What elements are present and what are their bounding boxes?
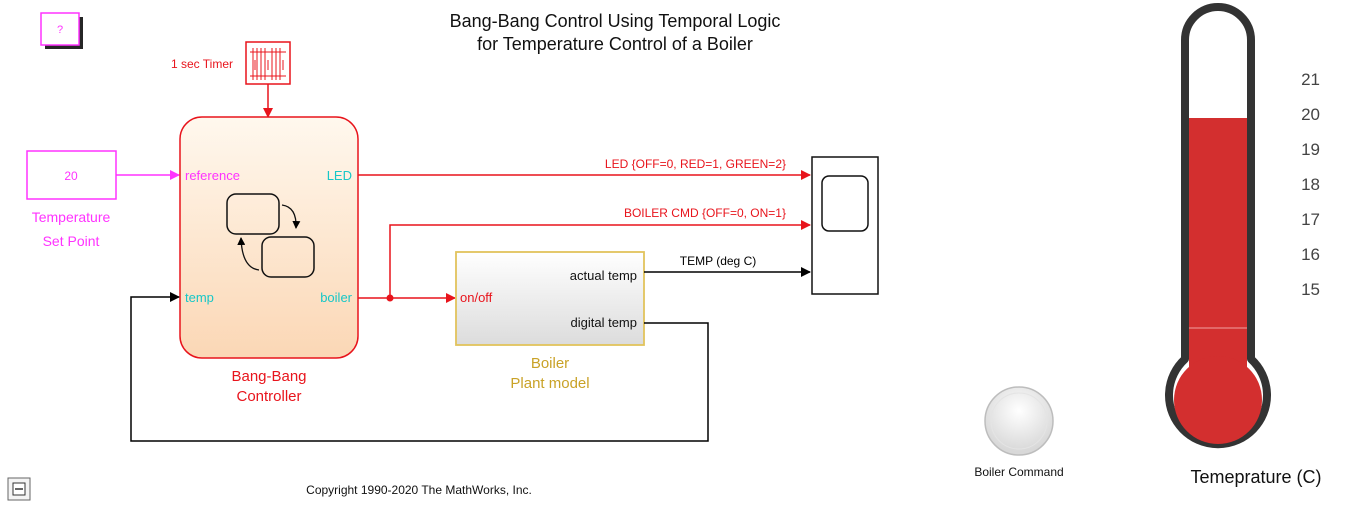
thermo-tick-16: 16 (1301, 245, 1320, 264)
boiler-port-digital-temp: digital temp (571, 315, 637, 330)
thermo-tick-21: 21 (1301, 70, 1320, 89)
boiler-port-actual-temp: actual temp (570, 268, 637, 283)
controller-port-boiler: boiler (320, 290, 352, 305)
controller-port-reference: reference (185, 168, 240, 183)
help-block[interactable]: ? (40, 12, 83, 49)
controller-port-led: LED (327, 168, 352, 183)
scope-block[interactable] (811, 156, 879, 295)
setpoint-caption-line2: Set Point (43, 233, 100, 249)
thermo-tick-20: 20 (1301, 105, 1320, 124)
controller-caption-line1: Bang-Bang (231, 368, 306, 385)
bang-bang-controller-block[interactable] (179, 116, 359, 359)
thermo-tick-19: 19 (1301, 140, 1320, 159)
copyright-text: Copyright 1990-2020 The MathWorks, Inc. (306, 483, 532, 497)
collapse-button[interactable] (7, 477, 31, 501)
thermometer-bulb (1174, 356, 1262, 444)
controller-port-temp: temp (185, 290, 214, 305)
model-title-line1: Bang-Bang Control Using Temporal Logic (450, 11, 781, 31)
help-label: ? (57, 24, 63, 36)
boiler-port-onoff: on/off (460, 290, 493, 305)
temp-signal-label: TEMP (deg C) (680, 254, 756, 268)
thermo-tick-17: 17 (1301, 210, 1320, 229)
thermo-tick-18: 18 (1301, 175, 1320, 194)
lamp-label: Boiler Command (974, 465, 1063, 479)
feedback-signal-line (130, 292, 709, 442)
stateflow-icon (226, 193, 315, 278)
timer-block[interactable] (245, 41, 291, 85)
thermo-tick-15: 15 (1301, 280, 1320, 299)
led-signal-label: LED {OFF=0, RED=1, GREEN=2} (605, 157, 786, 171)
setpoint-value: 20 (64, 169, 78, 183)
boiler-caption-line1: Boiler (531, 355, 569, 372)
boiler-cmd-signal-label: BOILER CMD {OFF=0, ON=1} (624, 206, 786, 220)
mercury-column (1189, 118, 1247, 372)
controller-caption-line2: Controller (236, 388, 301, 405)
boiler-plant-block[interactable] (455, 251, 645, 346)
setpoint-caption-line1: Temperature (32, 209, 111, 225)
boiler-caption-line2: Plant model (510, 375, 589, 392)
boiler-command-lamp[interactable] (984, 386, 1054, 456)
pulse-train-icon (250, 48, 286, 80)
scope-screen-icon (821, 175, 869, 232)
setpoint-constant-block[interactable]: 20 (26, 150, 117, 200)
boiler-cmd-branch-line (389, 220, 811, 298)
thermometer-gauge (1165, 3, 1271, 449)
timer-label: 1 sec Timer (171, 57, 233, 71)
thermometer-caption: Temepratu​re (C) (1190, 467, 1321, 487)
model-title-line2: for Temperature Control of a Boiler (477, 34, 753, 54)
